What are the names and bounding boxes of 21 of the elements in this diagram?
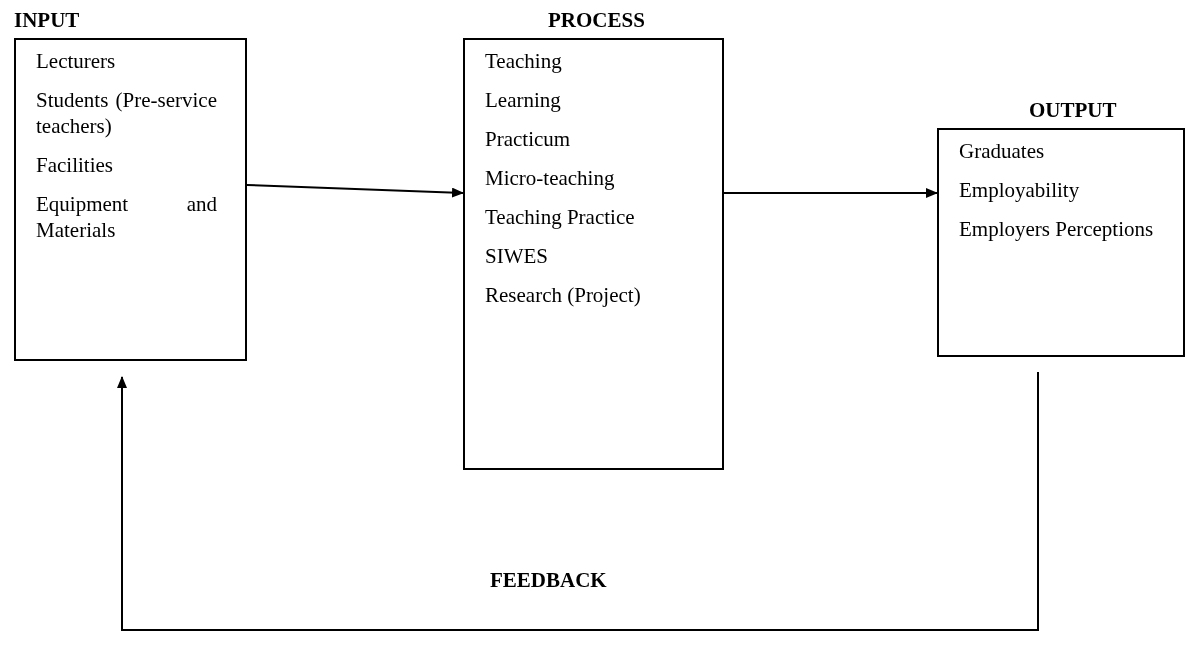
heading: PROCESS	[548, 10, 645, 31]
arrow	[723, 188, 938, 198]
heading: INPUT	[14, 10, 80, 31]
heading: OUTPUT	[1029, 100, 1117, 121]
list-item: Employability	[959, 177, 1081, 203]
list-item: SIWES	[485, 243, 549, 269]
arrow	[246, 184, 464, 198]
arrow	[117, 371, 1039, 631]
list-item: Teaching	[485, 48, 563, 74]
list-item: Facilities	[36, 152, 114, 178]
list-item: Employers Perceptions	[959, 216, 1155, 242]
list-item: Lecturers	[36, 48, 117, 74]
feedback-label: FEEDBACK	[490, 570, 607, 591]
list-item: Research (Project)	[485, 282, 642, 308]
list-item: Practicum	[485, 126, 572, 152]
list-item: Teaching Practice	[485, 204, 636, 230]
list-item: Graduates	[959, 138, 1046, 164]
list-item: Learning	[485, 87, 562, 113]
list-item: Micro-teaching	[485, 165, 616, 191]
list-item: Equipment and Materials	[36, 191, 218, 243]
list-item: Students (Pre-service teachers)	[36, 87, 218, 139]
